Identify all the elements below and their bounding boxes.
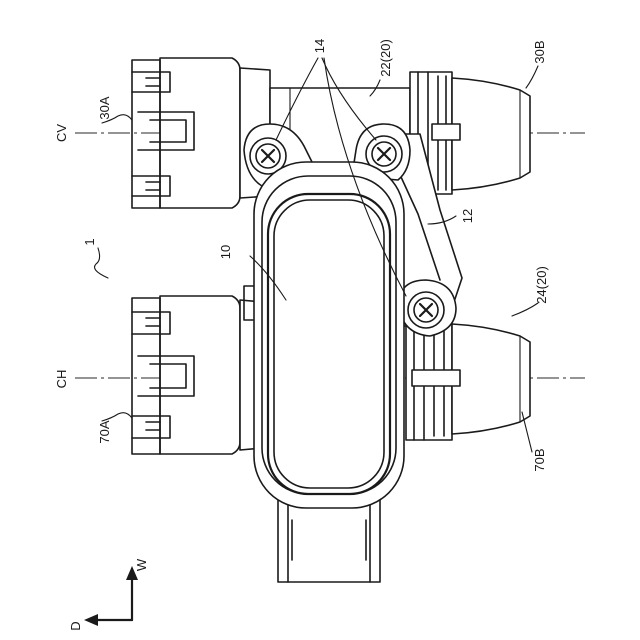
direction-indicator — [84, 566, 138, 626]
label-30b: 30B — [532, 40, 547, 63]
housing-10 — [254, 162, 404, 582]
label-14: 14 — [312, 39, 327, 53]
label-10: 10 — [218, 245, 233, 259]
label-1: 1 — [82, 238, 97, 245]
label-cv: CV — [54, 124, 69, 142]
label-direction-d: D — [68, 621, 83, 630]
port-70b — [406, 318, 530, 440]
label-12: 12 — [460, 209, 475, 223]
label-70a: 70A — [97, 420, 112, 443]
label-30a: 30A — [97, 96, 112, 119]
connector-70a — [132, 286, 262, 454]
label-ch: CH — [54, 370, 69, 389]
label-70b: 70B — [532, 448, 547, 471]
label-22: 22(20) — [378, 39, 393, 77]
label-direction-w: W — [134, 558, 149, 571]
label-24: 24(20) — [534, 266, 549, 304]
